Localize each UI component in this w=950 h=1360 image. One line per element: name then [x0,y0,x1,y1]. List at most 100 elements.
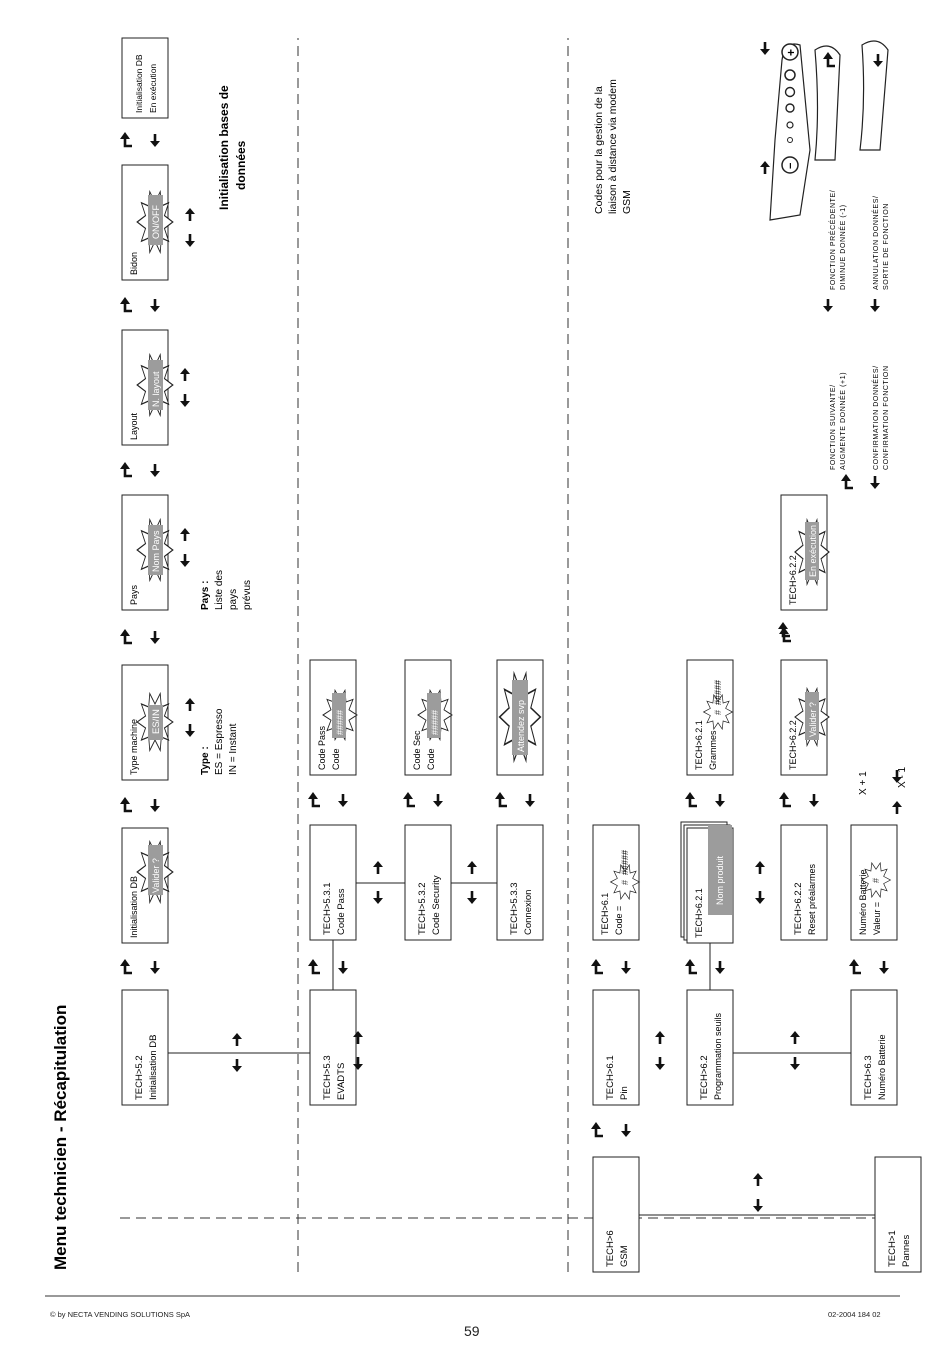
box-init-db[interactable]: Initialisation DB Valider ? [121,827,174,944]
box-tech52[interactable]: TECH>5.2 Initialisation DB [121,989,169,1106]
arrow-down-icon [868,297,882,314]
arrow-left-icon [178,232,244,1074]
svg-text:ON/OFF: ON/OFF [151,205,161,239]
svg-text:TECH>6.2.1: TECH>6.2.1 [694,888,704,938]
gsm-note: Codes pour la gestion de la [593,86,605,214]
svg-text:Code Security: Code Security [431,875,442,935]
svg-text:FONCTION SUIVANTE/: FONCTION SUIVANTE/ [830,384,837,470]
svg-text:TECH>1: TECH>1 [887,1230,898,1267]
svg-text:TECH>6.1: TECH>6.1 [600,893,610,935]
svg-text:SORTIE DE FONCTION: SORTIE DE FONCTION [883,203,890,290]
svg-text:Grammes: Grammes [708,730,718,770]
svg-text:TECH>6.2.2: TECH>6.2.2 [788,720,798,770]
svg-text:Reset préalarmes: Reset préalarmes [807,863,817,935]
svg-text:Valider ?: Valider ? [808,702,818,737]
box-type-machine[interactable]: Type machine ES/IN [121,664,174,781]
svg-text:Code: Code [331,748,341,770]
box-code-pass-value[interactable]: Code Pass Code ##### [309,659,358,776]
svg-text:+: + [784,49,798,56]
arrow-down-icon [868,474,882,491]
svg-text:Nom produit: Nom produit [715,855,725,905]
svg-text:GSM: GSM [619,1245,630,1267]
svg-text:Pays: Pays [129,584,139,605]
box-tech621[interactable]: TECH>6.2.1 Nom produit [680,821,734,944]
svg-text:ANNULATION DONNÉES/: ANNULATION DONNÉES/ [871,195,880,290]
legend: FONCTION SUIVANTE/ AUGMENTE DONNÉE (+1) … [821,190,890,491]
arrow-right-icon [758,159,772,176]
box-tech6[interactable]: TECH>6 GSM [592,1156,640,1273]
svg-text:#####: ##### [430,710,440,735]
box-attendez[interactable]: Attendez svp [496,659,544,776]
box-tech53[interactable]: TECH>5.3 EVADTS [309,989,357,1106]
svg-text:CONFIRMATION FONCTION: CONFIRMATION FONCTION [883,365,890,470]
svg-text:En exécution: En exécution [808,525,818,577]
svg-text:ES/IN: ES/IN [151,709,162,734]
svg-text:Code Sec: Code Sec [412,730,422,770]
svg-text:Connexion: Connexion [523,890,534,935]
svg-text:CONFIRMATION DONNÉES/: CONFIRMATION DONNÉES/ [871,365,880,470]
box-tech62[interactable]: TECH>6.2 Programmation seuils [686,989,734,1106]
svg-text:Nom Pays: Nom Pays [151,530,161,572]
svg-text:Layout: Layout [129,412,139,440]
svg-text:N. layout: N. layout [151,371,161,407]
svg-text:Numéro Batterie: Numéro Batterie [858,869,868,935]
box-tech61-value[interactable]: TECH>6.1 Code = # ##### [592,824,640,941]
svg-text:TECH>6.2.2: TECH>6.2.2 [788,555,798,605]
box-batt-value[interactable]: Numéro Batterie Valeur = # [850,824,898,941]
box-tech63[interactable]: TECH>6.3 Numéro Batterie [850,989,898,1106]
x-plus-label: X + 1 [858,771,869,795]
svg-text:TECH>6.1: TECH>6.1 [605,1055,616,1100]
svg-text:TECH>6.2.2: TECH>6.2.2 [793,882,804,935]
svg-text:TECH>6.3: TECH>6.3 [863,1055,874,1100]
type-note-line: ES = Espresso [214,708,225,775]
box-tech533[interactable]: TECH>5.3.3 Connexion [496,824,544,941]
box-layout[interactable]: Layout N. layout [121,329,174,446]
svg-text:#: # [713,710,723,715]
arrow-up-left-icon [839,472,855,490]
svg-text:Code Pass: Code Pass [317,725,327,770]
svg-text:#####: ##### [335,710,345,735]
box-tech531[interactable]: TECH>5.3.1 Code Pass [309,824,357,941]
box-pays[interactable]: Pays Nom Pays [121,494,174,611]
page-title: Menu technicien - Récapitulation [51,1005,70,1270]
type-note-title: Type : [200,746,211,775]
arrow-right-icon [178,206,244,1048]
svg-text:Initialisation DB: Initialisation DB [134,54,144,113]
box-code-sec-value[interactable]: Code Sec Code ##### [404,659,453,776]
gsm-note: GSM [621,190,633,214]
gsm-note: liaison à distance via modem [607,79,619,214]
svg-text:DIMINUE DONNÉE (-1): DIMINUE DONNÉE (-1) [838,204,847,290]
svg-text:Initialisation DB: Initialisation DB [129,876,139,938]
svg-text:TECH>5.3: TECH>5.3 [322,1055,333,1100]
svg-text:TECH>6: TECH>6 [605,1230,616,1267]
svg-text:AUGMENTE DONNÉE (+1): AUGMENTE DONNÉE (+1) [838,372,847,470]
box-tech532[interactable]: TECH>5.3.2 Code Security [404,824,452,941]
keypad-icon: − + [758,40,889,221]
svg-text:Attendez svp: Attendez svp [516,700,526,752]
box-tech622-valider[interactable]: TECH>6.2.2 Valider ? [780,659,830,776]
arrow-left-icon [758,40,772,57]
box-tech622[interactable]: TECH>6.2.2 Reset préalarmes [780,824,828,941]
init-note: Initialisation bases de [217,85,231,210]
box-bidon[interactable]: Bidon ON/OFF [121,164,174,281]
box-tech622-exec[interactable]: TECH>6.2.2 En exécution [780,494,830,611]
svg-text:En exécution: En exécution [148,64,158,113]
svg-text:Code: Code [426,748,436,770]
svg-text:TECH>6.2.1: TECH>6.2.1 [694,720,704,770]
box-tech621-value[interactable]: TECH>6.2.1 Grammes # ##### [686,659,734,776]
pays-note-line: pays [228,589,239,610]
type-note-line: IN = Instant [228,723,239,775]
box-init-exec[interactable]: Initialisation DB En exécution [121,37,169,119]
box-tech61[interactable]: TECH>6.1 Pin [592,989,640,1106]
svg-text:TECH>5.3.1: TECH>5.3.1 [322,882,333,935]
svg-text:Code =: Code = [614,906,624,935]
svg-text:Pannes: Pannes [901,1235,912,1267]
pays-note-title: Pays : [200,581,211,610]
svg-text:EVADTS: EVADTS [336,1063,347,1100]
box-tech1[interactable]: TECH>1 Pannes [874,1156,922,1273]
pays-note-line: prévus [242,580,253,610]
svg-text:Initialisation DB: Initialisation DB [148,1035,159,1100]
footer-copyright: © by NECTA VENDING SOLUTIONS SpA [50,1310,191,1319]
svg-text:TECH>5.3.3: TECH>5.3.3 [509,882,520,935]
